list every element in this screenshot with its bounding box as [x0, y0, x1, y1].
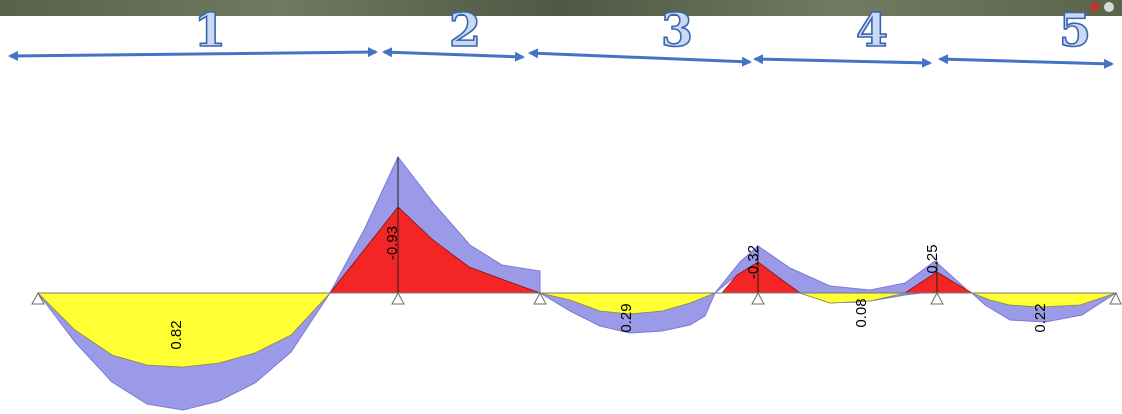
value-label-support-2: -0.93: [384, 226, 401, 260]
span-label-2: 2: [449, 3, 481, 57]
top-banner: [0, 0, 1122, 16]
positive-moment-span-3: [539, 292, 716, 315]
span-label-3: 3: [661, 3, 693, 57]
support-pin-1: [31, 291, 45, 305]
value-label-span-3: 0.29: [618, 303, 635, 332]
value-label-span-4: 0.08: [853, 298, 870, 327]
value-label-span-5: 0.22: [1032, 303, 1049, 332]
support-pin-3: [533, 291, 547, 305]
span-arrow-3: [528, 48, 752, 67]
span-arrow-4: [753, 54, 932, 68]
value-label-span-1: 0.82: [168, 320, 185, 349]
support-pin-4: [751, 291, 765, 305]
support-pin-5: [930, 291, 944, 305]
span-label-4: 4: [856, 3, 888, 57]
value-label-support-5: 0.25: [924, 244, 941, 273]
positive-moment-span-1: [37, 292, 331, 368]
span-arrow-2: [382, 47, 525, 62]
support-pin-6: [1109, 291, 1122, 305]
value-label-support-4: -0.32: [745, 245, 762, 279]
span-arrow-1: [8, 47, 378, 61]
banner-speck: [1090, 2, 1100, 12]
span-label-1: 1: [194, 3, 226, 57]
negative-moment-support-2: [329, 206, 541, 294]
span-arrow-5: [938, 54, 1114, 69]
span-label-5: 5: [1059, 3, 1091, 57]
support-pin-2: [391, 291, 405, 305]
banner-speck: [1104, 2, 1114, 12]
